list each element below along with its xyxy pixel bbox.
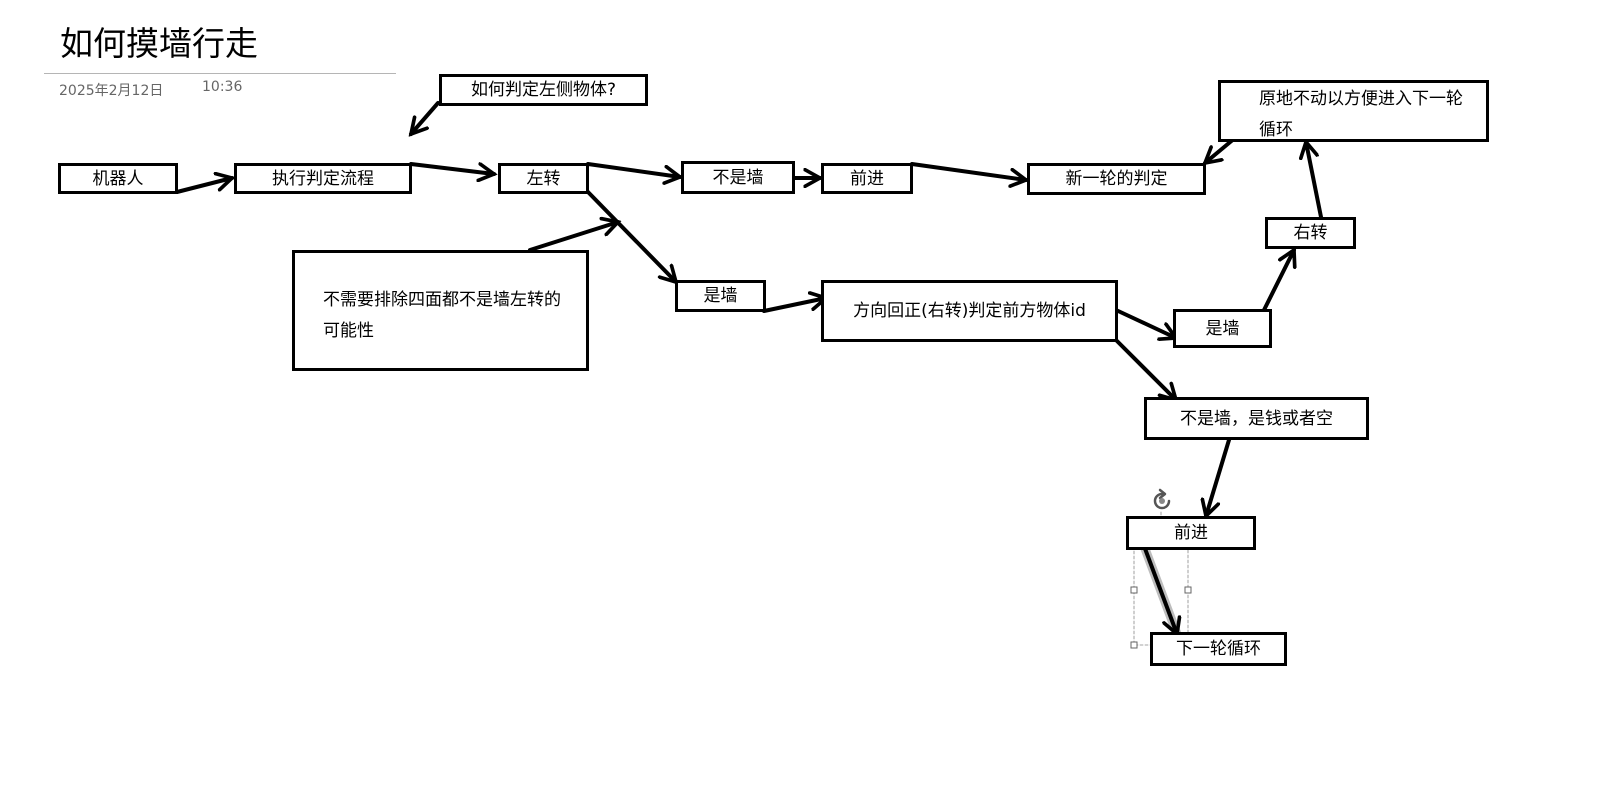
node-robot[interactable]: 机器人	[58, 163, 178, 194]
node-how-judge-left[interactable]: 如何判定左侧物体?	[439, 74, 648, 106]
edge-question-to-flow	[411, 101, 440, 134]
node-turn-left[interactable]: 左转	[498, 163, 589, 194]
rotate-handle-icon[interactable]	[1149, 488, 1175, 514]
node-turn-right[interactable]: 右转	[1265, 217, 1356, 249]
node-note[interactable]: 不需要排除四面都不是墙左转的 可能性	[292, 250, 589, 371]
node-not-wall-1[interactable]: 不是墙	[681, 161, 795, 194]
node-stay-still-line2: 循环	[1259, 120, 1293, 140]
edge-reorient-to-wall2	[1114, 308, 1176, 338]
edge-flow-to-left	[409, 162, 494, 174]
page-title: 如何摸墙行走	[60, 24, 258, 63]
edge-wall2-to-turnright	[1262, 250, 1294, 312]
node-run-flow[interactable]: 执行判定流程	[234, 163, 412, 194]
node-next-loop[interactable]: 下一轮循环	[1150, 632, 1287, 666]
edge-notwall2-to-forward2	[1206, 428, 1234, 516]
edge-forward-to-newround	[910, 162, 1026, 180]
edge-stay-to-newround	[1205, 136, 1237, 163]
page-time: 10:36	[202, 79, 243, 95]
edge-note-to-left	[528, 222, 618, 252]
title-divider	[44, 73, 396, 74]
node-is-wall-1[interactable]: 是墙	[675, 280, 766, 312]
node-note-line1: 不需要排除四面都不是墙左转的	[323, 290, 561, 310]
node-stay-still-line1: 原地不动以方便进入下一轮	[1259, 89, 1463, 109]
node-reorient[interactable]: 方向回正(右转)判定前方物体id	[821, 280, 1118, 342]
edge-left-to-wall	[586, 190, 676, 282]
node-forward-2[interactable]: 前进	[1126, 516, 1256, 550]
node-new-round[interactable]: 新一轮的判定	[1027, 163, 1206, 195]
node-is-wall-2[interactable]: 是墙	[1173, 309, 1272, 348]
node-note-line2: 可能性	[323, 321, 374, 341]
edge-turnright-to-stay	[1306, 142, 1324, 224]
node-stay-still[interactable]: 原地不动以方便进入下一轮 循环	[1218, 80, 1489, 142]
node-forward-1[interactable]: 前进	[821, 163, 913, 194]
edge-wall1-to-reorient	[762, 298, 826, 313]
edge-reorient-to-notwall2	[1114, 338, 1176, 400]
edge-robot-to-flow	[175, 178, 232, 194]
node-not-wall-money[interactable]: 不是墙，是钱或者空	[1144, 397, 1369, 440]
page-date: 2025年2月12日	[59, 83, 164, 99]
edge-left-to-notwall	[586, 162, 680, 177]
